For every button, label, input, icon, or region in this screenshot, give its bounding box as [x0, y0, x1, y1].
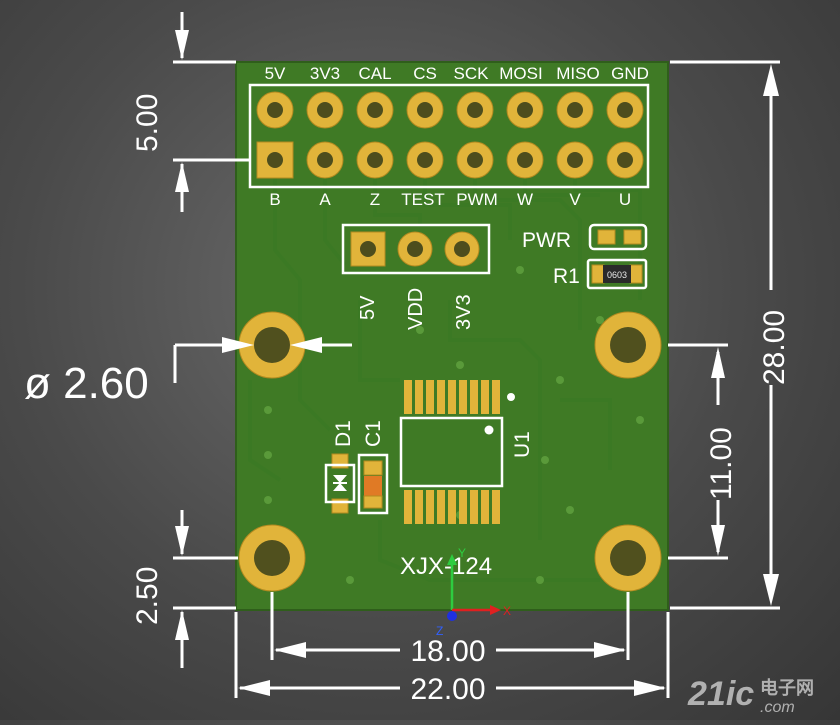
header-pins-bottom-row	[256, 141, 644, 179]
pin-label: A	[319, 190, 331, 209]
axis-z-label: Z	[436, 624, 443, 638]
board-name: XJX-124	[400, 553, 492, 580]
pwr-label: PWR	[522, 229, 571, 252]
u1-pin1-dot	[484, 425, 494, 435]
pin-label: SCK	[454, 64, 490, 83]
power-pin-label: 3V3	[453, 294, 475, 330]
watermark-domain: .com	[760, 699, 795, 716]
pin-label: CAL	[358, 64, 391, 83]
copper-traces	[248, 175, 642, 582]
dimension-header-offset: 5.00	[131, 12, 250, 212]
r1-label: R1	[553, 265, 580, 288]
r1-pad	[629, 264, 643, 284]
r1-outline	[586, 258, 648, 290]
dimension-hole-offset: 2.50	[131, 510, 238, 668]
mounting-holes	[238, 311, 662, 592]
r1-value-label: 0603	[607, 270, 627, 280]
power-pin-label: VDD	[405, 288, 427, 330]
r1-pad	[591, 264, 605, 284]
c1-label: C1	[362, 420, 385, 447]
dimension-hole-offset-label: 2.50	[131, 567, 164, 625]
dimension-hole-spacing-x: 18.00	[270, 592, 630, 668]
pin-label: MOSI	[499, 64, 542, 83]
watermark-cn: 电子网	[760, 677, 814, 698]
u1-ic: U1	[399, 380, 534, 524]
pin-label: GND	[611, 64, 649, 83]
pin-label: 3V3	[310, 64, 340, 83]
dimension-hole-spacing-y-label: 11.00	[705, 427, 738, 500]
dimension-width: 22.00	[234, 612, 670, 706]
dimension-hole-diameter-label: ø 2.60	[24, 359, 149, 408]
header-pins-top-row	[256, 91, 644, 129]
u1-orientation-dot	[507, 393, 515, 401]
watermark-brand: 21ic	[687, 675, 754, 713]
pwr-led-pad	[623, 229, 642, 245]
axis-x-label: X	[503, 604, 511, 618]
pin-label: PWM	[456, 190, 498, 209]
main-header-outline	[248, 83, 650, 189]
pwr-led-outline	[588, 223, 648, 251]
pin-label: W	[517, 190, 533, 209]
pin-label: CS	[413, 64, 437, 83]
header-bottom-labels: B A Z TEST PWM W V U	[269, 190, 631, 209]
pin-label: 5V	[265, 64, 286, 83]
dimension-height: 28.00	[670, 60, 791, 610]
dimension-width-label: 22.00	[410, 673, 485, 706]
power-pin-label: 5V	[357, 295, 379, 320]
pin-label: U	[619, 190, 631, 209]
pin-label: Z	[370, 190, 380, 209]
dimension-hole-spacing-x-label: 18.00	[410, 635, 485, 668]
u1-label: U1	[511, 431, 534, 458]
c1-capacitor	[357, 453, 389, 515]
r1-body	[603, 265, 631, 283]
pin-label: V	[569, 190, 581, 209]
axis-y-label: Y	[458, 546, 466, 560]
pin-label: MISO	[556, 64, 599, 83]
dimension-header-offset-label: 5.00	[131, 94, 164, 152]
pwr-led-pad	[597, 229, 616, 245]
d1-diode	[324, 453, 356, 514]
d1-label: D1	[332, 420, 355, 447]
origin-axes: Y X Z	[436, 546, 511, 638]
dimension-height-label: 28.00	[758, 310, 791, 385]
dimension-hole-spacing-y: 11.00	[668, 343, 738, 560]
power-header-outline	[341, 223, 491, 275]
pin-label: TEST	[401, 190, 444, 209]
header-top-labels: 5V 3V3 CAL CS SCK MOSI MISO GND	[265, 64, 649, 83]
dimension-hole-diameter: ø 2.60	[24, 337, 352, 408]
watermark-logo: 21ic 电子网 .com	[687, 675, 814, 716]
pin-label: B	[269, 190, 280, 209]
